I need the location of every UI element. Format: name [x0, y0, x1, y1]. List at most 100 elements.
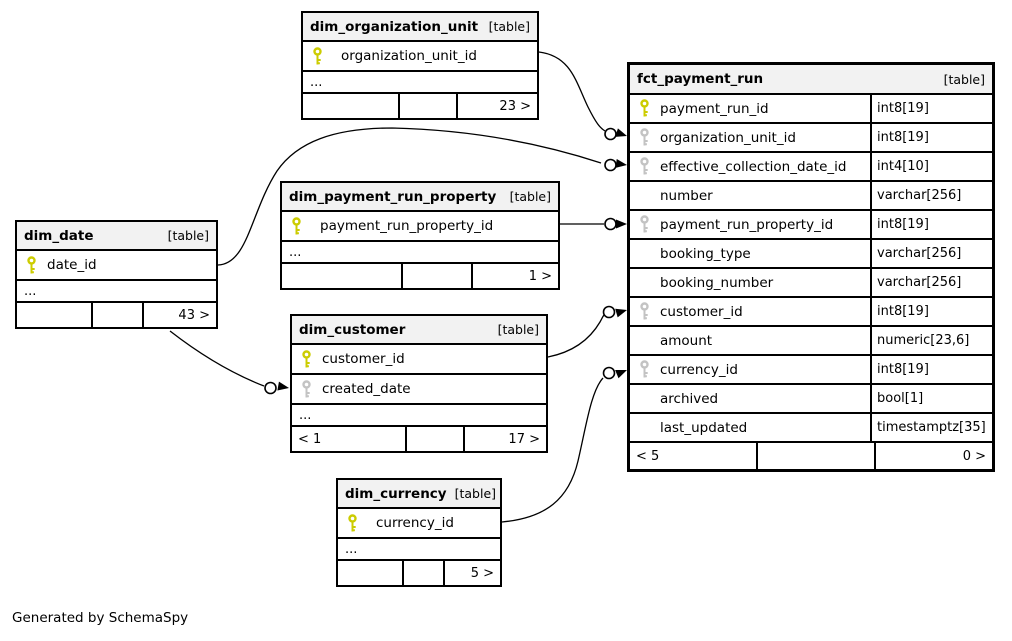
- column-row: currency_id int8[19]: [630, 356, 992, 385]
- footer-relationship-count: 1 >: [528, 268, 552, 284]
- primary-key-icon: [300, 349, 312, 369]
- table-footer: 1 >: [282, 264, 558, 288]
- table-header: dim_payment_run_property [table]: [282, 183, 558, 212]
- column-row: customer_id int8[19]: [630, 298, 992, 327]
- table-dim_customer[interactable]: dim_customer [table] customer_id created…: [290, 314, 548, 453]
- table-tag: [table]: [167, 228, 209, 243]
- table-dim_organization_unit[interactable]: dim_organization_unit [table] organizati…: [301, 11, 539, 120]
- column-row: customer_id: [292, 345, 546, 375]
- footer-relationship-count: < 5: [630, 443, 758, 469]
- footer-cell: [282, 264, 403, 288]
- column-row: organization_unit_id: [303, 42, 537, 72]
- table-footer: 43 >: [17, 303, 216, 327]
- column-name: payment_run_property_id: [320, 218, 494, 234]
- column-row: booking_type varchar[256]: [630, 240, 992, 269]
- foreign-key-icon: [638, 128, 650, 147]
- foreign-key-icon: [638, 360, 650, 379]
- column-name: created_date: [322, 381, 411, 397]
- column-name: customer_id: [322, 351, 405, 367]
- column-name: organization_unit_id: [660, 129, 796, 146]
- footer-relationship-count: 0 >: [962, 448, 986, 464]
- footer-cell: [303, 94, 400, 118]
- column-row: payment_run_property_id: [282, 212, 558, 242]
- footer-cell: [17, 303, 93, 327]
- primary-key-icon: [638, 99, 650, 118]
- table-name: dim_date: [24, 227, 94, 244]
- ellipsis-row: ...: [292, 405, 546, 427]
- table-footer: < 5 0 >: [630, 443, 992, 469]
- table-name: dim_organization_unit: [310, 18, 479, 35]
- column-type: int8[19]: [870, 298, 992, 325]
- column-row: effective_collection_date_id int4[10]: [630, 153, 992, 182]
- column-name: date_id: [47, 257, 97, 273]
- table-dim_date[interactable]: dim_date [table] date_id ... 43 >: [15, 220, 218, 329]
- column-type: int8[19]: [870, 124, 992, 151]
- table-header: dim_date [table]: [17, 222, 216, 251]
- primary-key-icon: [311, 46, 323, 66]
- footer-cell: [93, 303, 144, 327]
- column-type: int4[10]: [870, 153, 992, 180]
- column-row: created_date: [292, 375, 546, 405]
- edge-customer: [547, 305, 627, 358]
- table-name: fct_payment_run: [637, 71, 764, 87]
- column-name: payment_run_property_id: [660, 216, 834, 233]
- column-type: timestamptz[35]: [870, 414, 992, 441]
- table-header: dim_currency [table]: [338, 480, 500, 509]
- footer-cell: [403, 264, 473, 288]
- table-header: fct_payment_run [table]: [630, 65, 992, 95]
- column-name: booking_type: [660, 245, 751, 262]
- ellipsis-row: ...: [303, 72, 537, 94]
- generated-by-note: Generated by SchemaSpy: [12, 610, 189, 626]
- column-row: payment_run_id int8[19]: [630, 95, 992, 124]
- primary-key-icon: [25, 255, 37, 275]
- column-type: int8[19]: [870, 211, 992, 238]
- column-name: effective_collection_date_id: [660, 158, 847, 175]
- table-fct_payment_run[interactable]: fct_payment_run [table] payment_run_id i…: [627, 62, 995, 472]
- table-dim_payment_run_property[interactable]: dim_payment_run_property [table] payment…: [280, 181, 560, 290]
- table-header: dim_organization_unit [table]: [303, 13, 537, 42]
- column-row: date_id: [17, 251, 216, 281]
- table-dim_currency[interactable]: dim_currency [table] currency_id ... 5 >: [336, 478, 502, 587]
- column-type: numeric[23,6]: [870, 327, 992, 354]
- table-tag: [table]: [497, 322, 539, 337]
- edge-payment-run-property: [560, 217, 627, 231]
- table-footer: 5 >: [338, 561, 500, 585]
- table-name: dim_customer: [299, 321, 406, 338]
- column-name: payment_run_id: [660, 100, 769, 117]
- footer-cell: [758, 443, 876, 469]
- table-tag: [table]: [509, 189, 551, 204]
- column-type: bool[1]: [870, 385, 992, 412]
- footer-relationship-count: < 1: [292, 427, 407, 451]
- table-header: dim_customer [table]: [292, 316, 546, 345]
- column-name: customer_id: [660, 303, 743, 320]
- footer-cell: [338, 561, 404, 585]
- column-type: varchar[256]: [870, 240, 992, 267]
- column-name: currency_id: [376, 515, 454, 531]
- table-name: dim_currency: [345, 485, 447, 502]
- ellipsis-row: ...: [282, 242, 558, 264]
- table-tag: [table]: [943, 71, 985, 87]
- table-tag: [table]: [454, 486, 497, 501]
- table-footer: 23 >: [303, 94, 537, 118]
- foreign-key-icon: [638, 215, 650, 234]
- table-tag: [table]: [488, 19, 530, 34]
- column-row: number varchar[256]: [630, 182, 992, 211]
- column-row: amount numeric[23,6]: [630, 327, 992, 356]
- column-name: number: [660, 187, 713, 204]
- column-row: booking_number varchar[256]: [630, 269, 992, 298]
- column-name: organization_unit_id: [341, 48, 477, 64]
- column-type: int8[19]: [870, 95, 992, 122]
- primary-key-icon: [346, 513, 358, 533]
- column-name: booking_number: [660, 274, 774, 291]
- foreign-key-icon: [300, 379, 312, 399]
- column-type: varchar[256]: [870, 269, 992, 296]
- foreign-key-icon: [638, 302, 650, 321]
- footer-relationship-count: 43 >: [178, 307, 210, 323]
- column-name: last_updated: [660, 419, 748, 436]
- edge-date-customer: [169, 330, 289, 395]
- footer-relationship-count: 23 >: [499, 98, 531, 114]
- table-footer: < 1 17 >: [292, 427, 546, 451]
- column-name: currency_id: [660, 361, 738, 378]
- footer-relationship-count: 5 >: [470, 565, 494, 581]
